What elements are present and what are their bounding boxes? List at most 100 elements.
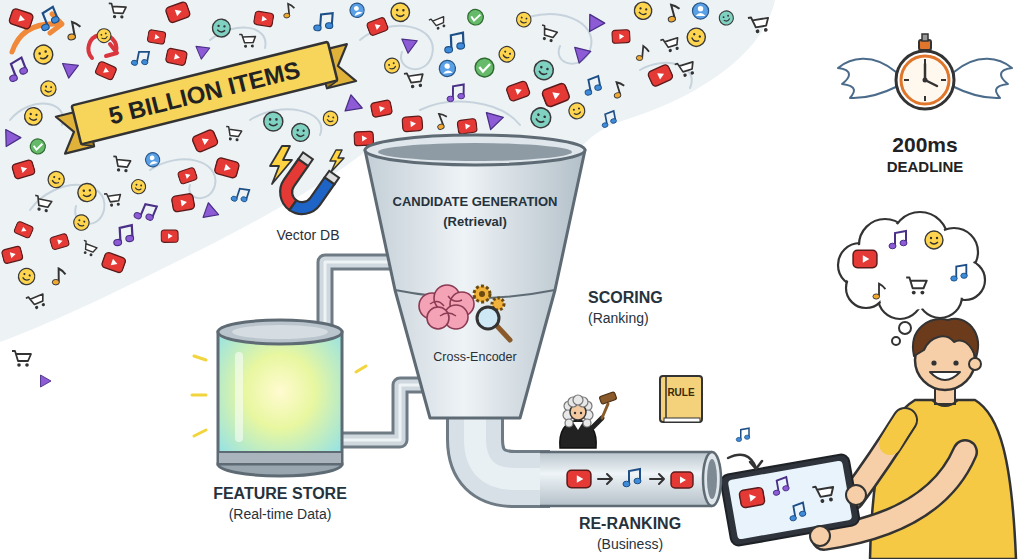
drawing-part bbox=[602, 404, 608, 418]
item-icon bbox=[49, 233, 69, 250]
item-icon bbox=[590, 14, 605, 31]
drawing-part bbox=[150, 159, 215, 198]
drawing-part bbox=[419, 285, 474, 329]
rule-book bbox=[660, 376, 702, 422]
item-icon bbox=[65, 21, 82, 41]
item-icon bbox=[80, 240, 98, 257]
drawing-part bbox=[194, 430, 206, 436]
drawing-part bbox=[872, 230, 952, 310]
drawing-part bbox=[873, 284, 885, 299]
stage-subtitle: (Retrieval) bbox=[400, 214, 550, 230]
drawing-part bbox=[365, 135, 585, 165]
drawing-part bbox=[567, 470, 591, 487]
drawing-part bbox=[540, 452, 712, 506]
deadline-label: DEADLINE bbox=[865, 158, 985, 176]
item-icon bbox=[101, 252, 126, 274]
drawing-part bbox=[889, 231, 907, 249]
item-icon bbox=[348, 1, 366, 19]
drawing-part bbox=[728, 460, 853, 539]
drawing-part bbox=[904, 59, 946, 101]
drawing-part bbox=[194, 356, 206, 360]
drawing-part bbox=[573, 422, 583, 430]
triangle-icon bbox=[41, 375, 52, 387]
item-icon bbox=[230, 185, 250, 205]
book-label: RULE bbox=[662, 387, 700, 399]
drawing-part bbox=[430, 296, 462, 316]
item-icon bbox=[31, 43, 55, 67]
item-icon bbox=[366, 17, 389, 37]
drawing-part bbox=[941, 79, 946, 81]
pipe-stroke bbox=[475, 416, 550, 479]
item-icon bbox=[72, 213, 91, 232]
drawing-part bbox=[365, 150, 585, 418]
store-subtitle: (Real-time Data) bbox=[185, 506, 375, 523]
reranking-tube: RE-RANKING(Business) bbox=[540, 448, 725, 558]
item-icon bbox=[77, 183, 96, 202]
drawing-part bbox=[218, 332, 342, 464]
item-icon bbox=[224, 126, 242, 141]
drawing-part bbox=[419, 285, 474, 329]
item-icon bbox=[600, 111, 617, 128]
item-icon bbox=[144, 151, 161, 168]
drawing-part bbox=[899, 322, 911, 334]
item-icon bbox=[497, 44, 518, 65]
item-icon bbox=[264, 112, 283, 131]
item-icon bbox=[457, 118, 477, 134]
item-icon bbox=[466, 8, 484, 26]
item-icon bbox=[14, 221, 34, 239]
drawing-part bbox=[540, 452, 712, 506]
drawing-part bbox=[788, 502, 807, 521]
drawing-part bbox=[235, 352, 243, 442]
item-icon bbox=[647, 64, 674, 88]
item-icon bbox=[104, 192, 122, 207]
drawing-part bbox=[750, 461, 762, 469]
stage-subtitle: (Ranking) bbox=[588, 310, 698, 327]
item-icon bbox=[345, 95, 365, 116]
drawing-part bbox=[840, 214, 983, 317]
tablet-device bbox=[720, 453, 861, 546]
item-icon bbox=[214, 157, 240, 179]
pipe-stroke bbox=[475, 416, 550, 479]
feature-store-tank: FEATURE STORE(Real-time Data) bbox=[215, 318, 345, 530]
drawing-part bbox=[671, 472, 693, 488]
item-icon bbox=[95, 27, 112, 44]
item-icon bbox=[23, 106, 43, 126]
drawing-part bbox=[12, 24, 58, 52]
item-icon bbox=[660, 35, 681, 54]
item-icon bbox=[29, 138, 46, 155]
item-icon bbox=[541, 82, 570, 107]
magnet-icon bbox=[271, 152, 339, 222]
item-icon bbox=[692, 3, 708, 19]
item-icon bbox=[575, 43, 593, 63]
drawing-part bbox=[565, 419, 573, 427]
item-icon bbox=[112, 156, 131, 172]
item-icon bbox=[95, 61, 118, 81]
item-icon bbox=[611, 80, 627, 98]
item-icon bbox=[612, 30, 630, 44]
drawing-part bbox=[952, 59, 1012, 98]
item-icon bbox=[404, 71, 424, 89]
drawing-part bbox=[106, 44, 117, 56]
item-icon bbox=[633, 1, 653, 21]
drawing-part bbox=[838, 212, 985, 319]
drawing-part bbox=[192, 394, 206, 397]
drawing-part bbox=[250, 109, 321, 135]
item-icon bbox=[582, 76, 602, 96]
item-icon bbox=[147, 29, 166, 44]
item-icon bbox=[370, 100, 392, 118]
drawing-part bbox=[904, 79, 909, 81]
drawing-part bbox=[232, 325, 328, 339]
drawing-part bbox=[479, 291, 485, 297]
drawing-part bbox=[568, 395, 588, 407]
item-icon bbox=[718, 9, 736, 27]
deadline-value: 200ms bbox=[865, 132, 985, 157]
item-icon bbox=[429, 14, 448, 31]
drawing-part bbox=[580, 412, 582, 414]
drawing-part bbox=[599, 392, 617, 405]
drawing-part bbox=[650, 474, 664, 484]
drawing-part bbox=[739, 487, 765, 508]
component-label: Vector DB bbox=[258, 227, 358, 244]
drawing-part bbox=[838, 59, 898, 98]
drawing-part bbox=[218, 452, 342, 464]
